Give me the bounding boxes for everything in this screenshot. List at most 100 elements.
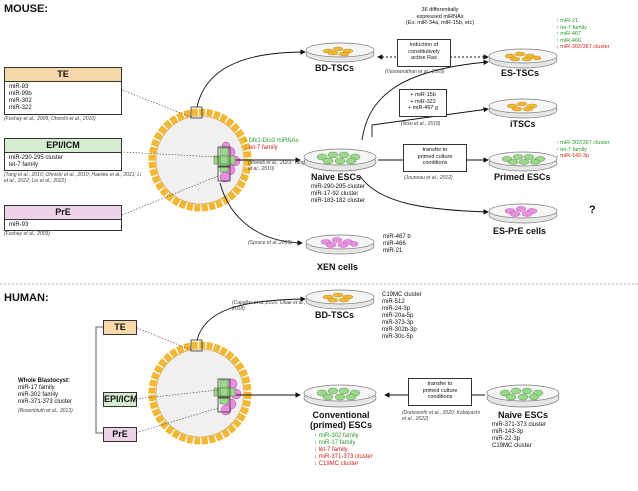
xen-mirna-item: miR-466 <box>383 241 406 247</box>
mirna-header-line: 36 differentially <box>421 7 459 13</box>
primed-mirna-item: ↑ let-7 family <box>556 146 587 153</box>
bd-mirna-item: C19MC cluster <box>382 292 422 298</box>
blastocyst-ref: (Moradi et al., 2023; Tang et al., 2010) <box>248 160 305 172</box>
human-naive-list: miR-371-373 cluster miR-143-3p miR-22-3p… <box>492 422 546 450</box>
mouse-te-title: TE <box>5 68 121 82</box>
mirna-header-line: expressed miRNAs <box>416 13 464 20</box>
transfer-box-line: transfer to <box>427 381 453 387</box>
transfer-box-line: primed culture <box>422 387 458 394</box>
mouse-epi-box: EPI/ICM miR-290-295 cluster let-7 family <box>4 138 122 171</box>
conventional-esc-line: (primed) ESCs <box>309 420 372 430</box>
estsc-mirna-list: ↑ miR-21 ↑ let-7 family ↑ miR-467 ↑ miR-… <box>556 18 610 51</box>
estsc-mirna-item: ↑ miR-21 <box>556 18 579 24</box>
espre-label: ES-PrE cells <box>493 226 547 236</box>
bd-mirna-item: miR-302b-3p <box>382 327 417 333</box>
xen-label: XEN cells <box>317 262 359 272</box>
mouse-pre-ref: (Foshay et al., 2009) <box>4 231 50 237</box>
mouse-epi-item: let-7 family <box>9 162 39 168</box>
ras-box-line: active Ras <box>411 55 437 61</box>
itsc-box-line: + miR-15b <box>410 92 436 98</box>
mouse-connectors <box>121 89 219 216</box>
conventional-esc-line: Conventional <box>312 410 370 420</box>
conventional-mirna-item: ↑ miR-302 family <box>314 433 359 439</box>
transfer-box-line: conditions <box>422 160 448 166</box>
mouse-te-item: miR-302 <box>9 98 32 104</box>
mirna-header-line: (Ex. miR-34a, miR-15b, etc) <box>405 20 475 26</box>
whole-blastocyst-item: miR-17 family <box>18 385 55 391</box>
mouse-bdtsc-label: BD-TSCs <box>315 63 355 73</box>
bd-mirna-item: miR-512 <box>382 299 405 305</box>
primed-mirna-item: ↓ miR-142-3p <box>556 153 590 159</box>
xen-mirna-item: miR-467 b <box>383 234 411 240</box>
human-te-box: TE <box>103 320 137 335</box>
espre-question-mark: ? <box>589 204 596 216</box>
human-transfer-box: transfer to primed culture conditions <box>408 378 472 406</box>
human-bd-ref: (Capalbo et al.,2016; Okae et al., 2018) <box>232 300 306 312</box>
human-bracket <box>95 326 103 434</box>
dish-xen <box>305 234 375 255</box>
naive-mirna-item: miR-17-92 cluster <box>311 191 359 197</box>
itsc-label: iTSCs <box>510 119 536 129</box>
conventional-mirna-item: ↓ let-7 family <box>314 447 348 453</box>
mouse-epi-item: miR-290-295 cluster <box>9 155 64 161</box>
ras-box-line: induction of <box>409 42 439 48</box>
blastocyst-up-label: ↑ Dlk1-Dio3 miRNAs <box>244 138 299 144</box>
bd-mirna-item: miR-30c-5p <box>382 334 414 340</box>
human-blastocyst <box>148 339 252 445</box>
human-connectors <box>134 326 219 434</box>
human-epi-box: EPI/ICM <box>103 392 138 407</box>
dish-naive-esc-human <box>486 384 560 408</box>
naive-mirna-item: miR-290-295 cluster <box>311 184 366 190</box>
mouse-epi-title: EPI/ICM <box>5 139 121 153</box>
mouse-te-box: TE miR-93 miR-99b miR-302 miR-322 <box>4 67 122 115</box>
conventional-mirna-item: ↓ miR-371-373 cluster <box>314 454 373 460</box>
transfer-box-line: conditions <box>427 394 453 400</box>
human-pre-box: PrE <box>103 427 137 442</box>
dish-bd-tsc-mouse <box>305 42 375 63</box>
human-naive-label: Naive ESCs <box>498 410 549 420</box>
human-naive-mirna-item: C19MC cluster <box>492 443 532 449</box>
naive-mirna-item: miR-183-182 cluster <box>311 198 366 204</box>
mouse-primed-label: Primed ESCs <box>494 172 551 182</box>
mouse-te-ref: (Foshay et al., 2009; Ohnishi et al., 20… <box>4 116 96 122</box>
human-section-title: HUMAN: <box>4 292 49 304</box>
mouse-section-title: MOUSE: <box>4 3 48 15</box>
mirna-header: 36 differentially expressed miRNAs (Ex. … <box>388 7 492 27</box>
conventional-mirna-item: ↓ C19MC cluster <box>314 461 359 467</box>
xen-ref: (Spruce et al.,2010) <box>248 240 292 246</box>
ras-box-line: constitutively <box>408 48 440 55</box>
mouse-te-item: miR-93 <box>9 84 29 90</box>
dish-es-tsc <box>488 48 558 69</box>
estsc-mirna-item: ↑ miR-466 <box>556 37 582 44</box>
dish-es-pre <box>488 203 558 224</box>
itsc-box-line: + miR-322 <box>410 98 436 105</box>
estsc-mirna-item: ↑ let-7 family <box>556 24 587 31</box>
mouse-pre-title: PrE <box>5 206 121 220</box>
human-naive-mirna-item: miR-143-3p <box>492 429 524 435</box>
whole-blastocyst-block: Whole Blastocyst: miR-17 family miR-302 … <box>18 378 72 406</box>
human-bdtsc-label: BD-TSCs <box>315 310 355 320</box>
bd-mirna-item: miR-24-3p <box>382 306 411 312</box>
itsc-box-line: + miR-467 g <box>407 105 439 111</box>
whole-blastocyst-item: miR-371-373 cluster <box>18 399 73 405</box>
mouse-te-item: miR-322 <box>9 105 32 111</box>
human-transfer-ref: (Dodsworth et al., 2020; Kobayashi et al… <box>402 410 480 422</box>
whole-blastocyst-item: miR-302 family <box>18 392 59 398</box>
mouse-naive-label: Naive ESCs <box>311 172 362 182</box>
blastocyst-down-label: ↓ let-7 family <box>244 145 278 151</box>
transfer-box-line: transfer to <box>422 147 448 153</box>
primed-mirna-list: ↑ miR-302/367 cluster ↑ let-7 family ↓ m… <box>556 140 610 160</box>
whole-blastocyst-title: Whole Blastocyst: <box>18 378 71 384</box>
dish-primed-esc-mouse <box>488 151 558 172</box>
xen-mirna-item: miR-21 <box>383 248 403 254</box>
conventional-mirna-item: ↑ miR-17 family <box>314 440 356 446</box>
itsc-mirna-box: + miR-15b + miR-322 + miR-467 g <box>399 89 447 117</box>
mouse-naive-list: miR-290-295 cluster miR-17-92 cluster mi… <box>311 184 365 205</box>
mouse-transfer-ref: (Jouneau et al., 2012) <box>404 175 453 181</box>
mouse-blastocyst <box>148 106 252 212</box>
human-naive-mirna-item: miR-22-3p <box>492 436 521 442</box>
human-naive-mirna-item: miR-371-373 cluster <box>492 422 547 428</box>
mouse-icm-cells <box>213 141 241 183</box>
human-bd-mirna-list: C19MC cluster miR-512 miR-24-3p miR-20a-… <box>382 292 422 341</box>
mouse-pre-item: miR-93 <box>9 222 29 228</box>
